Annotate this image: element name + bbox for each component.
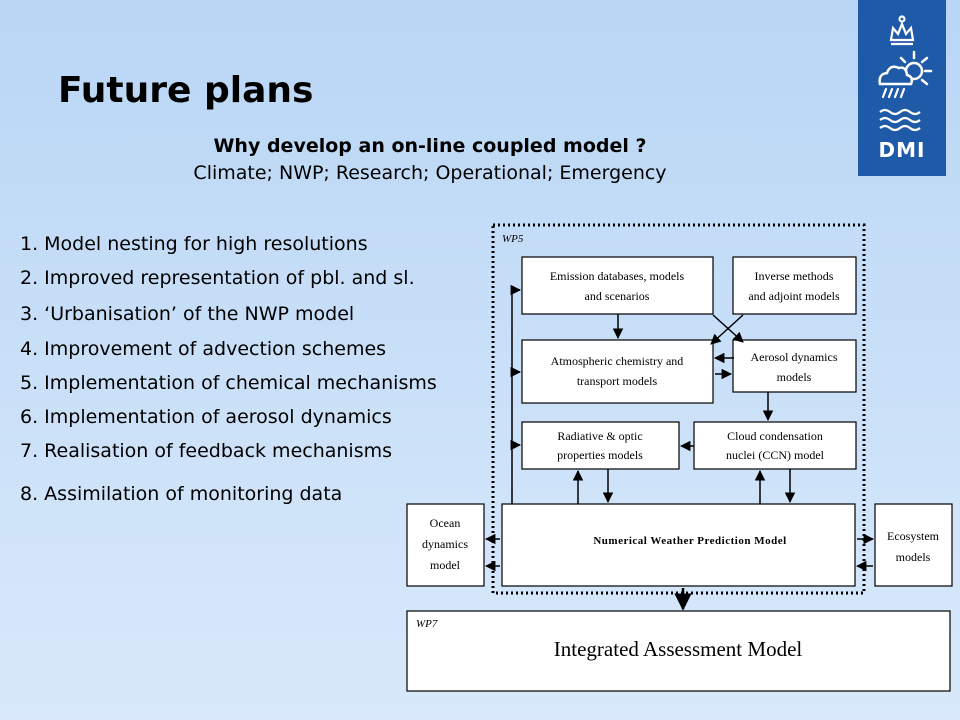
plan-item: 6. Implementation of aerosol dynamics: [20, 406, 392, 428]
plan-item: 3. ‘Urbanisation’ of the NWP model: [20, 303, 355, 325]
aerosol-label-1: Aerosol dynamics: [751, 350, 838, 364]
eco-label-1: Ecosystem: [887, 529, 940, 543]
inverse-methods-box: Inverse methods and adjoint models: [732, 256, 857, 315]
plan-item: 1. Model nesting for high resolutions: [20, 233, 368, 255]
dmi-emblem-icon: [878, 15, 933, 132]
ecosystem-box: Ecosystem models: [874, 503, 953, 587]
atmospheric-chemistry-box: Atmospheric chemistry and transport mode…: [521, 339, 714, 404]
plan-item: 8. Assimilation of monitoring data: [20, 483, 343, 505]
ocean-label-2: dynamics: [422, 537, 468, 551]
plan-item: 7. Realisation of feedback mechanisms: [20, 440, 393, 462]
dmi-logo: DMI: [858, 0, 946, 176]
aerosol-dynamics-box: Aerosol dynamics models: [732, 339, 857, 393]
slide-title: Future plans: [58, 70, 314, 111]
subtitle-applications: Climate; NWP; Research; Operational; Eme…: [193, 162, 667, 184]
radiative-optic-box: Radiative & optic properties models: [521, 421, 680, 470]
integrated-assessment-box: WP7 Integrated Assessment Model: [406, 610, 951, 692]
cloud-label-2: nuclei (CCN) model: [726, 448, 825, 462]
wp7-label: WP7: [416, 618, 438, 630]
nwp-model-box: Numerical Weather Prediction Model: [501, 503, 856, 587]
radiative-label-2: properties models: [557, 448, 643, 462]
emission-label-2: and scenarios: [585, 289, 650, 303]
inverse-label-1: Inverse methods: [755, 269, 834, 283]
inverse-label-2: and adjoint models: [748, 289, 840, 303]
plan-item: 2. Improved representation of pbl. and s…: [20, 267, 415, 289]
emission-box: Emission databases, models and scenarios: [521, 256, 714, 315]
wp5-frame: [491, 223, 866, 595]
nwp-label: Numerical Weather Prediction Model: [593, 535, 786, 547]
logo-text: DMI: [878, 138, 926, 162]
ocean-label-1: Ocean: [430, 516, 461, 530]
emission-label-1: Emission databases, models: [550, 269, 685, 283]
arrow-nwp-emission: [510, 284, 522, 504]
arrow-cross-2: [710, 314, 744, 345]
ocean-label-3: model: [430, 558, 461, 572]
plan-item: 4. Improvement of advection schemes: [20, 338, 387, 360]
wp5-label: WP5: [502, 233, 524, 245]
ocean-dynamics-box: Ocean dynamics model: [406, 503, 485, 587]
atmos-label-1: Atmospheric chemistry and: [551, 354, 684, 368]
radiative-label-1: Radiative & optic: [557, 429, 642, 443]
iam-label: Integrated Assessment Model: [554, 637, 803, 661]
eco-label-2: models: [896, 550, 931, 564]
aerosol-label-2: models: [777, 370, 812, 384]
cloud-condensation-box: Cloud condensation nuclei (CCN) model: [693, 421, 857, 470]
atmos-label-2: transport models: [577, 374, 658, 388]
subtitle-question: Why develop an on-line coupled model ?: [213, 135, 647, 157]
cloud-label-1: Cloud condensation: [727, 429, 823, 443]
plan-item: 5. Implementation of chemical mechanisms: [20, 372, 437, 394]
